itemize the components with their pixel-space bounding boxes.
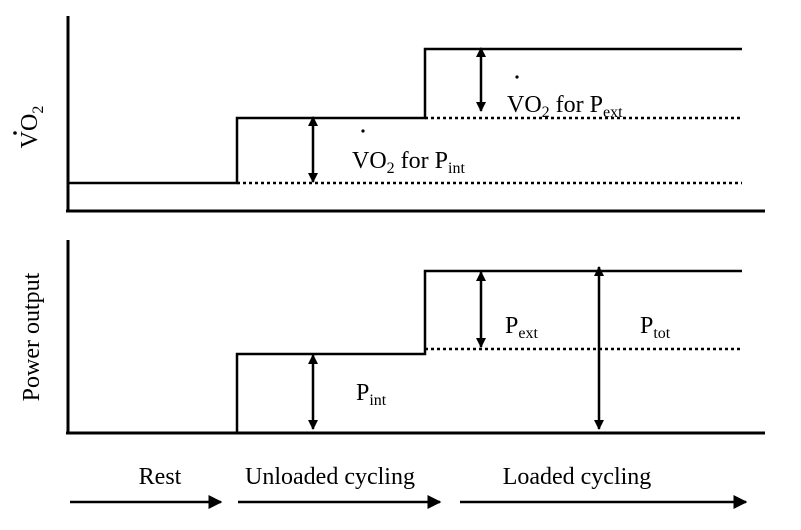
vo2-for-pint-label: VO2 for Pint [352,129,465,177]
power-panel: Power output Pint Pext Ptot [19,240,765,435]
power-axes [66,240,765,435]
vo2-axis-label-dot [13,131,17,135]
vo2-axes [66,16,765,213]
vo2-panel: VO2 VO2 for Pint VO2 for Pext [13,16,765,213]
power-axis-label: Power output [19,272,45,401]
phase-labels: Rest Unloaded cycling Loaded cycling [139,464,652,490]
vo2-for-pext-label: VO2 for Pext [507,75,623,121]
vo2-for-pint-dot [361,129,365,133]
pext-label: Pext [505,313,538,342]
phase-label-unloaded: Unloaded cycling [245,464,415,490]
svg-text:VO2: VO2 [17,106,47,149]
pint-label: Pint [356,380,387,409]
svg-text:VO2 for Pext: VO2 for Pext [507,92,623,121]
phase-label-rest: Rest [139,464,182,490]
svg-text:VO2 for Pint: VO2 for Pint [352,148,465,177]
phase-label-loaded: Loaded cycling [503,464,652,490]
vo2-for-pext-dot [515,75,519,79]
vo2-axis-label: VO2 [13,106,47,149]
power-step-line [235,269,742,433]
ptot-label: Ptot [640,313,671,342]
